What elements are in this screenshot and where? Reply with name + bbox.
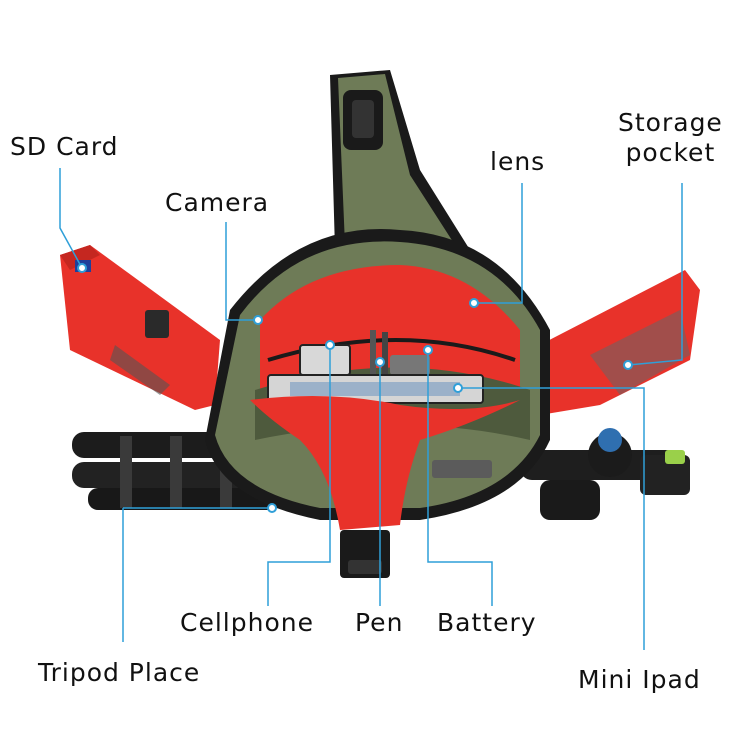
dot-camera	[253, 315, 263, 325]
front-red-flap	[250, 396, 520, 530]
leader-storage-pocket	[627, 183, 683, 366]
leader-dots	[77, 263, 633, 513]
leader-lines	[59, 168, 683, 650]
label-camera: Camera	[165, 188, 270, 217]
label-storage-line1: Storage	[618, 108, 723, 137]
label-mini-ipad: Mini Ipad	[578, 665, 701, 694]
label-lens: lens	[490, 147, 546, 176]
leader-cellphone	[267, 345, 331, 606]
bottom-strap	[340, 530, 390, 578]
dot-mini-ipad	[453, 383, 463, 393]
label-pen: Pen	[355, 608, 404, 637]
leader-lens	[474, 183, 523, 304]
tripod-head	[520, 428, 690, 520]
dot-sd-card	[77, 263, 87, 273]
pocket-items	[267, 330, 484, 404]
left-flap	[60, 245, 220, 410]
dot-storage-pocket	[623, 360, 633, 370]
leader-camera	[225, 222, 258, 321]
dot-lens	[469, 298, 479, 308]
label-storage-pocket: Storage pocket	[618, 108, 723, 168]
dot-battery	[423, 345, 433, 355]
label-cellphone: Cellphone	[180, 608, 314, 637]
right-flap	[530, 270, 700, 415]
dot-cellphone	[325, 340, 335, 350]
shoulder-strap	[330, 70, 470, 260]
label-battery: Battery	[437, 608, 537, 637]
leader-battery	[427, 350, 493, 606]
label-tripod-place: Tripod Place	[38, 658, 201, 687]
label-sd-card: SD Card	[10, 132, 119, 161]
leader-sd-card	[59, 168, 83, 269]
leader-mini-ipad	[458, 387, 645, 650]
dot-pen	[375, 357, 385, 367]
label-storage-line2: pocket	[625, 138, 716, 167]
dot-tripod-place	[267, 503, 277, 513]
